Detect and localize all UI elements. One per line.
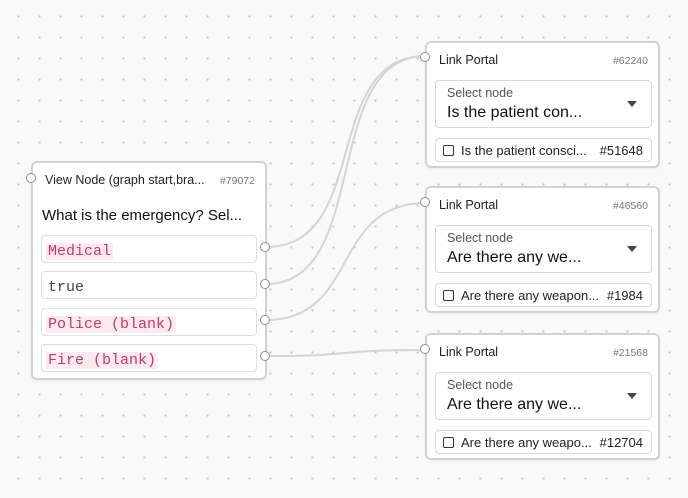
- select-node-dropdown[interactable]: Select node Are there any we...: [435, 372, 652, 420]
- option-id: #1984: [606, 288, 643, 303]
- option-label: Is the patient consci...: [461, 143, 587, 158]
- select-node-dropdown[interactable]: Select node Is the patient con...: [435, 80, 652, 128]
- option-id: #12704: [599, 435, 643, 450]
- branch-medical-output-port[interactable]: [260, 242, 270, 252]
- link-portal-node[interactable]: Link Portal #46560 Select node Are there…: [420, 186, 660, 313]
- wire-police-to-portal-2: [265, 202, 427, 321]
- portal-input-port[interactable]: [420, 52, 430, 62]
- chevron-down-icon: [627, 393, 637, 399]
- portal-title: Link Portal: [439, 53, 499, 67]
- select-node-value: Are there any we...: [447, 396, 582, 413]
- portal-header: Link Portal #62240: [427, 43, 658, 77]
- branch-fire-output-port[interactable]: [260, 351, 270, 361]
- option-checkbox[interactable]: [443, 437, 454, 448]
- branch-true[interactable]: true: [41, 271, 257, 299]
- branch-fire-label: Fire (blank): [46, 352, 159, 369]
- portal-id: #46560: [612, 200, 648, 212]
- view-node-title: View Node (graph start,bra...: [45, 173, 205, 187]
- select-node-value: Are there any we...: [447, 249, 582, 266]
- wire-medical-to-portal-1: [265, 55, 427, 248]
- branch-true-label: true: [48, 279, 85, 296]
- branch-police-label: Police (blank): [46, 316, 177, 333]
- link-portal-node[interactable]: Link Portal #62240 Select node Is the pa…: [420, 41, 660, 168]
- node-option-row[interactable]: Are there any weapon... #1984: [435, 283, 652, 307]
- portal-title: Link Portal: [439, 345, 499, 359]
- branch-police[interactable]: Police (blank): [41, 308, 257, 336]
- branch-fire[interactable]: Fire (blank): [41, 344, 257, 372]
- option-checkbox[interactable]: [443, 290, 454, 301]
- chevron-down-icon: [627, 101, 637, 107]
- portal-id: #21568: [612, 347, 648, 359]
- branch-police-output-port[interactable]: [260, 315, 270, 325]
- option-label: Are there any weapo...: [461, 435, 592, 450]
- select-node-dropdown[interactable]: Select node Are there any we...: [435, 225, 652, 273]
- view-node-input-port[interactable]: [26, 173, 36, 183]
- view-node-id: #79072: [219, 175, 255, 187]
- select-node-label: Select node: [447, 231, 514, 245]
- chevron-down-icon: [627, 246, 637, 252]
- branch-medical[interactable]: Medical: [41, 235, 257, 263]
- portal-header: Link Portal #46560: [427, 188, 658, 222]
- branch-true-output-port[interactable]: [260, 279, 270, 289]
- branch-medical-label: Medical: [46, 243, 114, 260]
- select-node-label: Select node: [447, 378, 514, 392]
- select-node-value: Is the patient con...: [447, 104, 583, 121]
- view-node-header: View Node (graph start,bra... #79072: [33, 163, 265, 197]
- node-option-row[interactable]: Is the patient consci... #51648: [435, 138, 652, 162]
- option-checkbox[interactable]: [443, 145, 454, 156]
- option-label: Are there any weapon...: [461, 288, 600, 303]
- portal-header: Link Portal #21568: [427, 335, 658, 369]
- node-option-row[interactable]: Are there any weapo... #12704: [435, 430, 652, 454]
- portal-id: #62240: [612, 55, 648, 67]
- wire-fire-to-portal-3: [265, 349, 427, 357]
- view-node[interactable]: View Node (graph start,bra... #79072 Wha…: [26, 161, 270, 380]
- portal-title: Link Portal: [439, 198, 499, 212]
- wire-true-to-portal-1: [265, 55, 427, 285]
- option-id: #51648: [599, 143, 643, 158]
- link-portal-node[interactable]: Link Portal #21568 Select node Are there…: [420, 333, 660, 460]
- view-node-prompt: What is the emergency? Sel...: [42, 207, 243, 224]
- select-node-label: Select node: [447, 86, 514, 100]
- portal-input-port[interactable]: [420, 197, 430, 207]
- portal-input-port[interactable]: [420, 344, 430, 354]
